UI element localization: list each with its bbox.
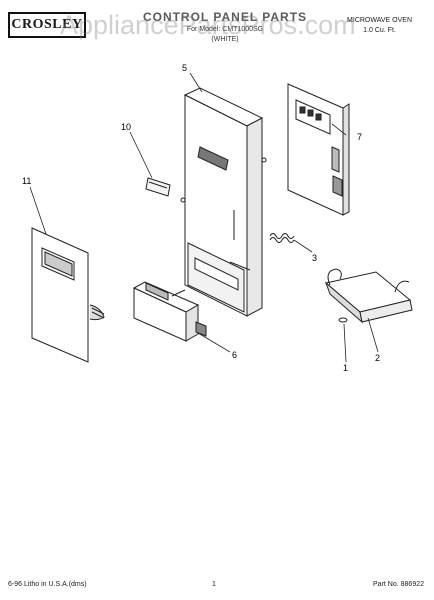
callout-3: 3 — [312, 253, 317, 263]
part-6-latch-assembly — [132, 281, 207, 342]
callout-11: 11 — [22, 176, 31, 186]
part-5-control-panel-frame — [180, 87, 267, 317]
part-11-membrane-keypad — [31, 227, 105, 363]
part-2-handle-bracket — [324, 268, 413, 324]
callout-10: 10 — [121, 122, 131, 132]
product-line-2: 1.0 Cu. Ft. — [363, 27, 396, 34]
product-info: MICROWAVE OVEN 1.0 Cu. Ft. — [347, 16, 412, 36]
footer-page-number: 1 — [212, 581, 216, 588]
page-title: CONTROL PANEL PARTS — [142, 10, 308, 24]
callout-6: 6 — [232, 350, 237, 360]
part-3-spring — [269, 233, 295, 243]
callout-2: 2 — [375, 353, 380, 363]
model-subtitle: For Model: CMT1000SG — [186, 26, 264, 33]
product-line-1: MICROWAVE OVEN — [347, 17, 412, 24]
part-1-screw — [338, 317, 348, 323]
footer-part-number: Part No. 886922 — [373, 581, 424, 588]
part-7-control-board — [287, 83, 350, 216]
model-variant: (WHITE) — [211, 36, 239, 43]
callout-7: 7 — [357, 132, 362, 142]
watermark: AppliancePartsPros.com — [60, 10, 356, 40]
brand-logo: CROSLEY — [8, 12, 86, 38]
callout-5: 5 — [182, 63, 187, 73]
callout-1: 1 — [343, 363, 348, 373]
brand-logo-text: CROSLEY — [11, 17, 83, 32]
part-10-lens — [145, 177, 171, 197]
footer-litho: 6-96 Litho in U.S.A.(dms) — [8, 581, 87, 588]
leader-lines — [29, 72, 379, 363]
